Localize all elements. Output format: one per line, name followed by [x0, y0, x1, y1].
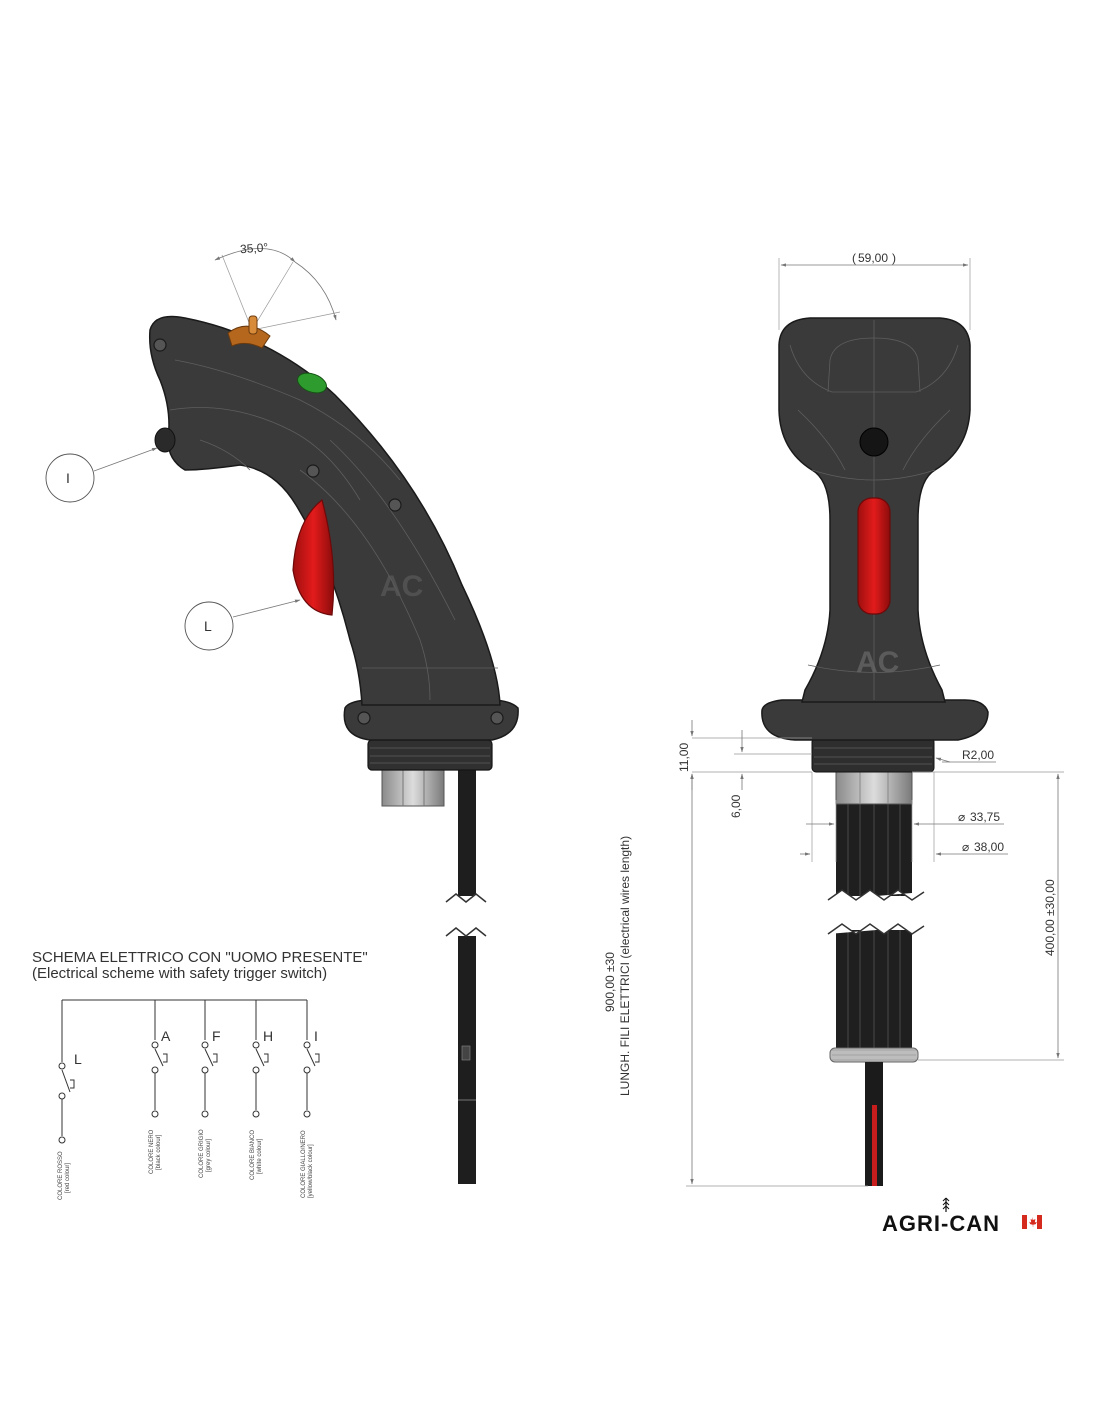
svg-text:COLORE ROSSO: COLORE ROSSO [58, 1151, 64, 1200]
front-base-ring [811, 737, 935, 773]
svg-text:(: ( [852, 251, 856, 265]
switch-a: A COLORE NERO [black colour] [149, 1028, 171, 1174]
svg-text:): ) [892, 251, 896, 265]
wheat-icon [942, 1197, 950, 1212]
callout-i: I [45, 447, 158, 503]
side-green-button [297, 372, 327, 394]
front-cable-bundle [827, 800, 925, 1186]
svg-text:I: I [66, 470, 70, 486]
front-flange [761, 699, 989, 741]
side-watermark: AC [380, 570, 423, 603]
radius-dim: R2,00 [935, 748, 996, 763]
switch-h: H COLORE BIANCO [white colour] [250, 1028, 273, 1180]
front-nut [835, 769, 913, 805]
side-base-ring [367, 739, 493, 771]
diameter-dims: ⌀ 33,75 ⌀ 38,00 [800, 772, 1008, 862]
svg-text:I: I [314, 1028, 318, 1044]
svg-text:L: L [74, 1051, 82, 1067]
height-dims: 11,00 6,00 [677, 720, 812, 818]
agri-can-logo: AGRI-CAN [882, 1197, 1042, 1236]
total-length-caption: LUNGH. FILI ELETTRICI (electrical wires … [618, 836, 632, 1096]
svg-text:[black colour]: [black colour] [156, 1134, 162, 1170]
width-dimension: ( 59,00 ) [778, 251, 971, 330]
svg-text:L: L [204, 618, 212, 634]
scheme-title-it: SCHEMA ELETTRICO CON "UOMO PRESENTE" [32, 949, 368, 966]
callout-l: L [184, 599, 301, 651]
side-red-trigger [292, 498, 335, 616]
svg-text:[grey colour]: [grey colour] [206, 1139, 212, 1172]
logo-text: AGRI-CAN [882, 1211, 1000, 1236]
switch-l: L COLORE ROSSO [red colour] [58, 1051, 82, 1200]
svg-text:R2,00: R2,00 [962, 748, 994, 762]
dim-11-label: 11,00 [677, 743, 691, 772]
side-mini-joystick [227, 315, 271, 349]
svg-text:33,75: 33,75 [970, 810, 1000, 824]
svg-text:COLORE GIALLO/NERO: COLORE GIALLO/NERO [301, 1130, 307, 1198]
total-length-dim: 900,00 ±30 LUNGH. FILI ELETTRICI (electr… [603, 773, 868, 1187]
electrical-scheme: SCHEMA ELETTRICO CON "UOMO PRESENTE" (El… [32, 949, 368, 1200]
svg-text:COLORE GRIGIO: COLORE GRIGIO [199, 1129, 205, 1178]
total-length-label: 900,00 ±30 [603, 952, 617, 1012]
side-nut [381, 765, 445, 807]
svg-text:COLORE BIANCO: COLORE BIANCO [250, 1130, 256, 1180]
front-view: ( 59,00 ) [603, 251, 1064, 1187]
svg-text:H: H [263, 1028, 273, 1044]
dim-6-label: 6,00 [729, 794, 743, 818]
svg-text:COLORE NERO: COLORE NERO [149, 1129, 155, 1174]
front-black-button [859, 427, 889, 457]
side-screws [153, 338, 504, 725]
side-button-i [154, 427, 176, 453]
scheme-title-en: (Electrical scheme with safety trigger s… [32, 965, 327, 982]
side-view: 35,0° [45, 240, 519, 1184]
side-flange [343, 699, 519, 741]
svg-text:⌀: ⌀ [962, 840, 969, 854]
svg-text:F: F [212, 1028, 221, 1044]
front-red-trigger [857, 497, 891, 615]
front-watermark: AC [856, 646, 899, 679]
svg-text:A: A [161, 1028, 171, 1044]
svg-text:⌀: ⌀ [958, 810, 965, 824]
cable-length-dim: 400,00 ±30,00 [912, 771, 1064, 1061]
angle-dim-label: 35,0° [240, 240, 269, 256]
svg-text:[red colour]: [red colour] [65, 1163, 71, 1193]
svg-text:[yellow/black colour]: [yellow/black colour] [308, 1144, 314, 1198]
cable-length-label: 400,00 ±30,00 [1043, 879, 1057, 956]
width-dim-label: 59,00 [858, 251, 888, 265]
switch-f: F COLORE GRIGIO [grey colour] [199, 1028, 221, 1178]
angle-dimension: 35,0° [214, 240, 341, 331]
side-cable [445, 770, 487, 1184]
svg-text:38,00: 38,00 [974, 840, 1004, 854]
switch-i: I COLORE GIALLO/NERO [yellow/black colou… [301, 1028, 320, 1198]
canada-flag-icon [1022, 1215, 1042, 1229]
svg-text:[white colour]: [white colour] [257, 1138, 263, 1174]
